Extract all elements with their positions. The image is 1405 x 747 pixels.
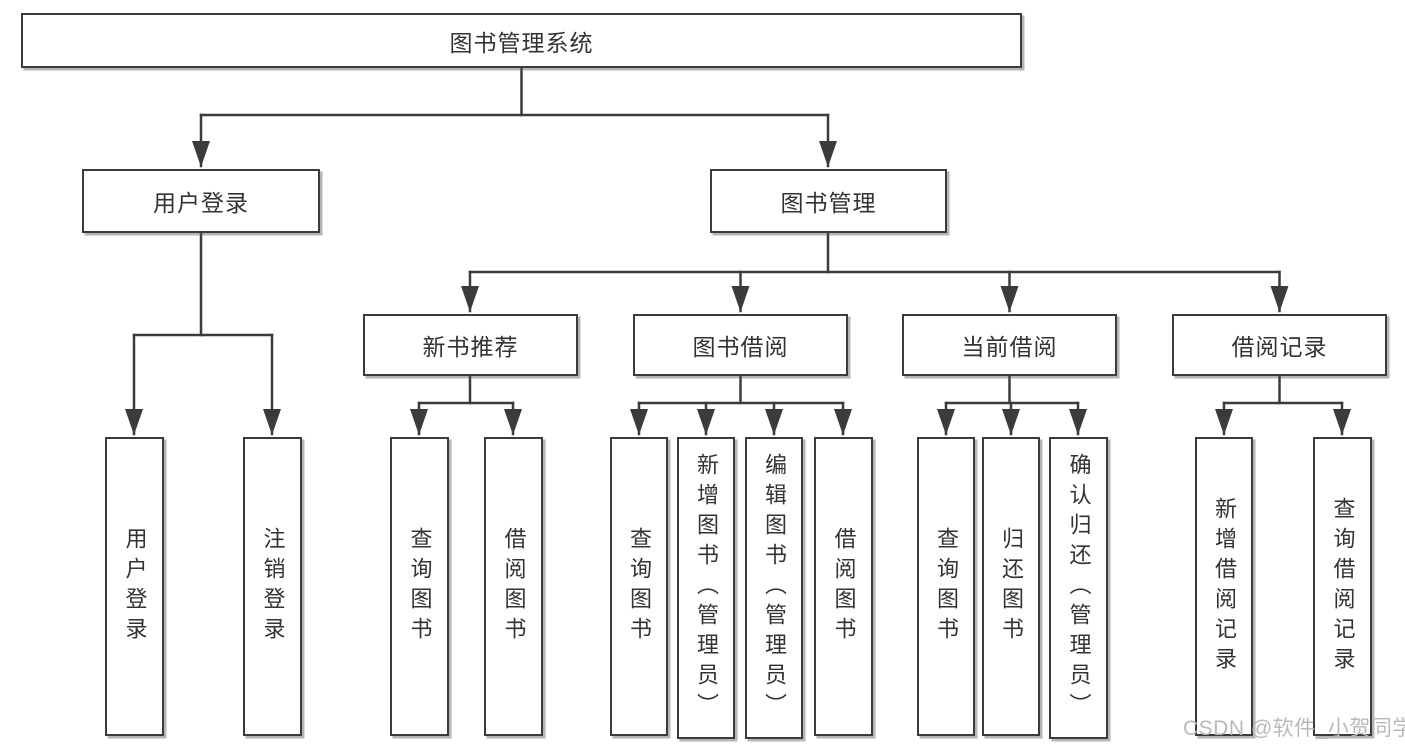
leaf-bb-edit-books-admin-label: 编辑图书（管理员） [762, 453, 787, 723]
leaf-nb-query-books: 查询图书 [390, 437, 449, 736]
leaf-bb-borrow-books: 借阅图书 [814, 437, 873, 736]
node-book-borrow: 图书借阅 [633, 314, 848, 376]
leaf-bb-query-books-label: 查询图书 [627, 526, 652, 647]
leaf-user-login: 用户登录 [105, 437, 164, 736]
leaf-cb-query-books: 查询图书 [917, 437, 975, 736]
leaf-cb-return-books-label: 归还图书 [999, 526, 1024, 647]
leaf-bb-query-books: 查询图书 [610, 437, 668, 736]
csdn-watermark: CSDN @软件_小贺同学 [1183, 717, 1405, 740]
leaf-nb-query-books-label: 查询图书 [407, 526, 433, 647]
leaf-br-query-record: 查询借阅记录 [1313, 437, 1372, 736]
node-root-label: 图书管理系统 [449, 29, 594, 56]
node-borrow-record: 借阅记录 [1172, 314, 1387, 376]
node-root: 图书管理系统 [21, 13, 1022, 68]
leaf-br-add-record: 新增借阅记录 [1195, 437, 1253, 736]
node-book-management: 图书管理 [710, 169, 947, 233]
leaf-user-login-label: 用户登录 [122, 526, 148, 647]
leaf-br-add-record-label: 新增借阅记录 [1212, 496, 1237, 677]
leaf-br-query-record-label: 查询借阅记录 [1330, 496, 1356, 677]
node-current-borrow: 当前借阅 [902, 314, 1117, 376]
leaf-bb-add-books-admin: 新增图书（管理员） [677, 437, 735, 739]
node-book-borrow-label: 图书借阅 [692, 334, 789, 360]
node-user-login: 用户登录 [82, 169, 320, 233]
node-book-management-label: 图书管理 [780, 190, 877, 216]
node-user-login-label: 用户登录 [153, 190, 249, 216]
leaf-nb-borrow-books: 借阅图书 [484, 437, 543, 736]
leaf-cb-return-books: 归还图书 [982, 437, 1040, 736]
node-current-borrow-label: 当前借阅 [961, 334, 1058, 360]
node-borrow-record-label: 借阅记录 [1231, 334, 1328, 360]
node-new-book-recommend-label: 新书推荐 [422, 334, 519, 360]
leaf-cb-confirm-return-admin: 确认归还（管理员） [1049, 437, 1108, 739]
leaf-cb-query-books-label: 查询图书 [934, 526, 959, 647]
leaf-nb-borrow-books-label: 借阅图书 [501, 526, 527, 647]
node-new-book-recommend: 新书推荐 [363, 314, 578, 376]
leaf-logout-label: 注销登录 [260, 526, 286, 647]
leaf-bb-edit-books-admin: 编辑图书（管理员） [745, 437, 803, 739]
leaf-bb-borrow-books-label: 借阅图书 [831, 526, 857, 647]
leaf-cb-confirm-return-admin-label: 确认归还（管理员） [1066, 453, 1092, 723]
leaf-logout: 注销登录 [243, 437, 302, 736]
leaf-bb-add-books-admin-label: 新增图书（管理员） [694, 453, 719, 723]
